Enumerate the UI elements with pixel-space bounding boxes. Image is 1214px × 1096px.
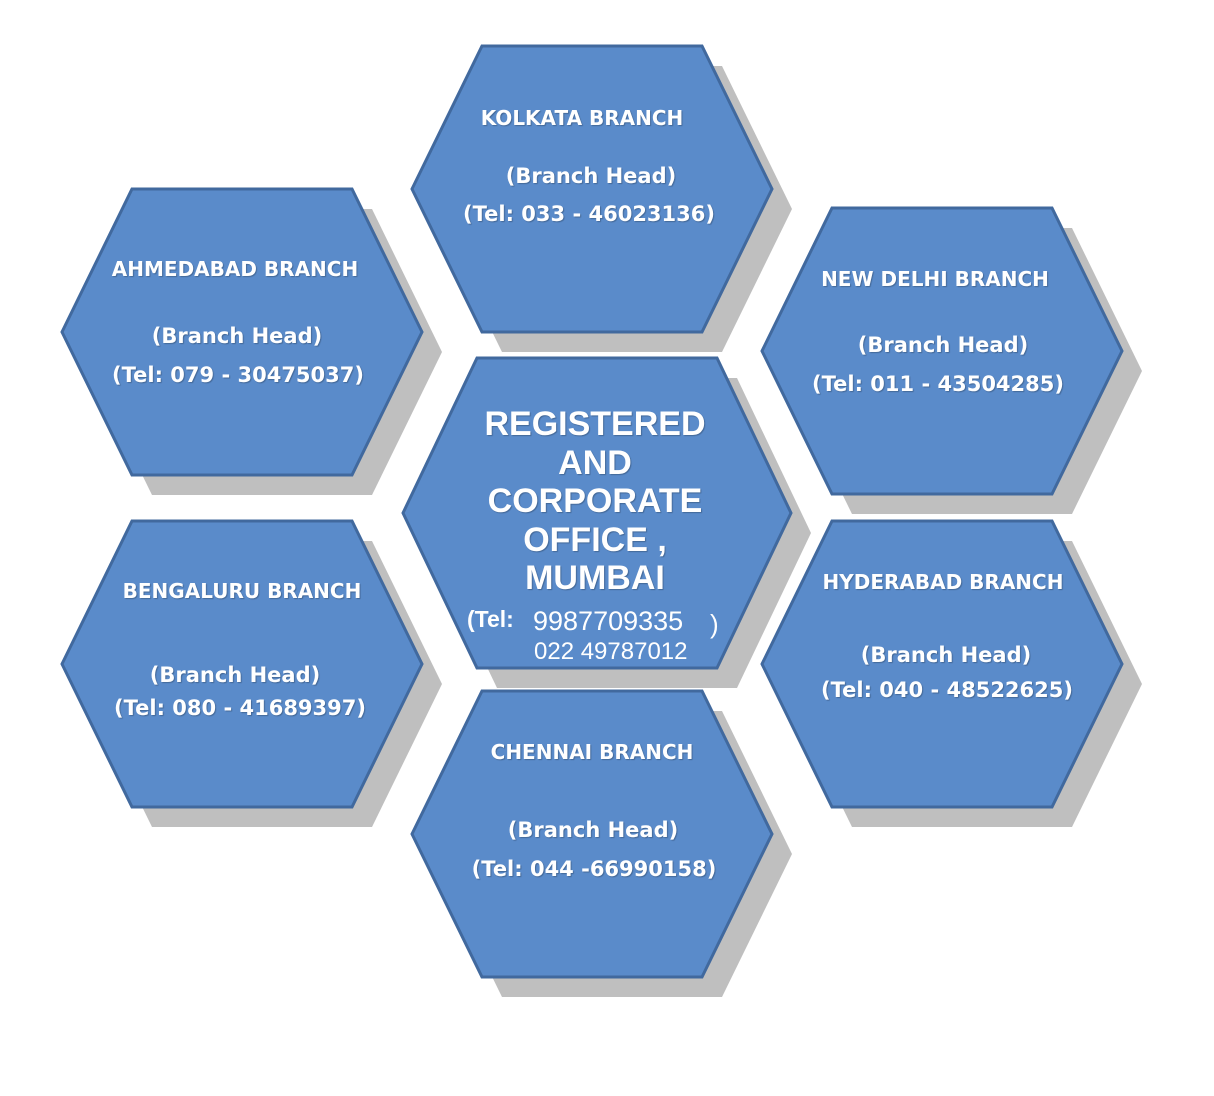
hyderabad-branch-tel: (Tel: 040 - 48522625) (821, 678, 1073, 702)
hyderabad-hexagon (760, 519, 1124, 809)
kolkata-branch-head: (Branch Head) (505, 164, 677, 188)
new-delhi-hexagon (760, 206, 1124, 496)
new-delhi-branch-tel: (Tel: 011 - 43504285) (812, 372, 1064, 396)
bengaluru-branch-head: (Branch Head) (149, 663, 321, 687)
bengaluru-hexagon (60, 519, 424, 809)
hq-tel-number-2: 022 49787012 (534, 638, 688, 665)
hq-tel-number-1: 9987709335 (533, 606, 684, 636)
chennai-hexagon (410, 689, 774, 979)
hq-tel-close: ) (710, 609, 719, 639)
bengaluru-branch-tel: (Tel: 080 - 41689397) (114, 696, 366, 720)
ahmedabad-hexagon (60, 187, 424, 477)
hq-title: REGISTERED AND CORPORATE OFFICE , MUMBAI (484, 405, 706, 597)
hq-tel-label: (Tel: (467, 606, 514, 632)
kolkata-branch-tel: (Tel: 033 - 46023136) (463, 202, 715, 226)
kolkata-branch-title: KOLKATA BRANCH (480, 106, 684, 130)
chennai-branch-title: CHENNAI BRANCH (490, 740, 694, 764)
ahmedabad-branch-title: AHMEDABAD BRANCH (111, 257, 359, 281)
kolkata-hexagon (410, 44, 774, 334)
chennai-branch-head: (Branch Head) (507, 818, 679, 842)
bengaluru-branch-title: BENGALURU BRANCH (122, 579, 362, 603)
hyderabad-branch-head: (Branch Head) (860, 643, 1032, 667)
new-delhi-branch-head: (Branch Head) (857, 333, 1029, 357)
new-delhi-branch-title: NEW DELHI BRANCH (821, 267, 1049, 291)
hyderabad-branch-title: HYDERABAD BRANCH (822, 570, 1064, 594)
chennai-branch-tel: (Tel: 044 -66990158) (471, 857, 717, 881)
ahmedabad-branch-tel: (Tel: 079 - 30475037) (112, 363, 364, 387)
ahmedabad-branch-head: (Branch Head) (151, 324, 323, 348)
hq-hexagon (401, 356, 793, 670)
